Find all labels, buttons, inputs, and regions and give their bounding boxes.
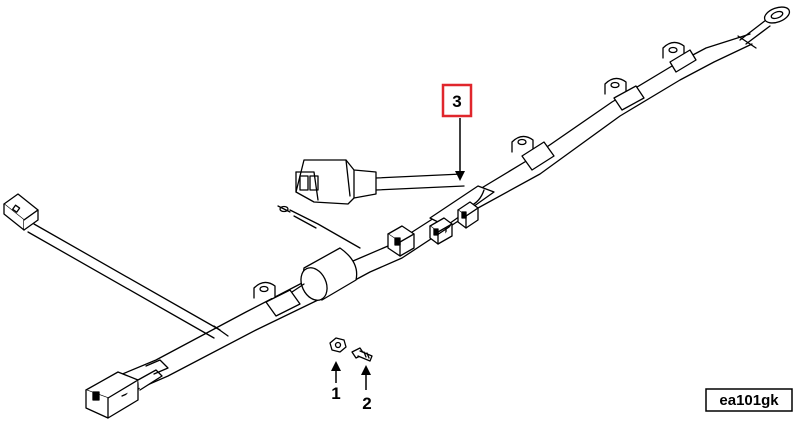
callout-3-highlight-box bbox=[441, 83, 473, 118]
callout-2[interactable]: 2 bbox=[362, 394, 371, 413]
clamp-clip-3 bbox=[511, 135, 555, 171]
left-connector bbox=[3, 193, 39, 231]
inline-connector-b bbox=[429, 217, 453, 245]
drawing-code-label: ea101gk bbox=[719, 392, 779, 409]
callout-3-label: 3 bbox=[452, 92, 461, 111]
inline-connector-c bbox=[457, 201, 479, 229]
callout-3[interactable]: 3 bbox=[441, 83, 473, 118]
nut-part bbox=[329, 337, 347, 353]
bolt-part bbox=[351, 347, 373, 362]
drawing-code-box: ea101gk bbox=[705, 388, 793, 412]
left-branch-cable bbox=[27, 223, 229, 339]
callout-2-label: 2 bbox=[362, 394, 371, 413]
main-trunk-cable bbox=[107, 33, 753, 397]
ground-wire bbox=[277, 205, 361, 249]
inline-connector-a bbox=[387, 225, 415, 257]
clamp-clip-4 bbox=[253, 281, 301, 317]
upper-branch-cable bbox=[375, 173, 465, 191]
ring-terminal bbox=[737, 6, 791, 49]
rubber-grommet bbox=[291, 247, 358, 301]
callout-1[interactable]: 1 bbox=[331, 384, 340, 403]
callout-1-label: 1 bbox=[331, 384, 340, 403]
lower-connector bbox=[85, 359, 169, 419]
clamp-clip-2 bbox=[604, 77, 645, 111]
upper-connector bbox=[295, 159, 377, 205]
callout-arrows bbox=[331, 118, 465, 390]
clamp-clip-1 bbox=[662, 41, 697, 73]
